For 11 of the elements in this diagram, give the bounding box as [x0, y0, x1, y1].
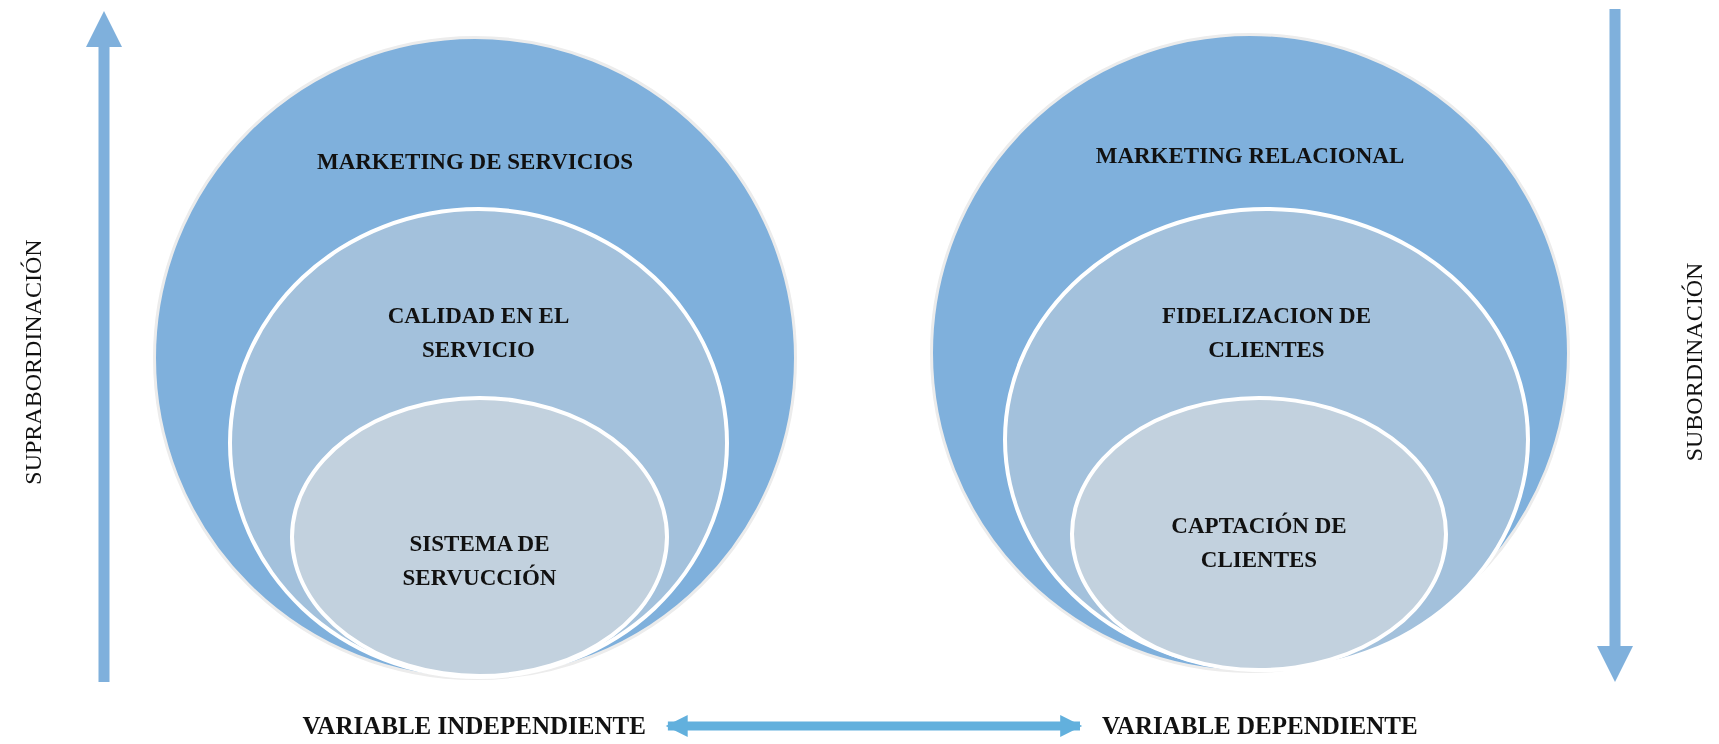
- variable-label: VARIABLE DEPENDIENTE: [1102, 712, 1418, 740]
- circle-label: CALIDAD EN EL SERVICIO: [386, 302, 571, 364]
- axis-label: SUBORDINACIÓN: [1680, 262, 1708, 462]
- circle-label: SISTEMA DE SERVUCCIÓN: [401, 530, 558, 592]
- axis-label: SUPRABORDINACIÓN: [19, 239, 47, 485]
- circle-label: CAPTACIÓN DE CLIENTES: [1170, 511, 1348, 574]
- circle-label: MARKETING DE SERVICIOS: [315, 148, 635, 176]
- variable-label: VARIABLE INDEPENDIENTE: [302, 712, 646, 740]
- circle-label: MARKETING RELACIONAL: [1094, 142, 1406, 170]
- circle-label: FIDELIZACION DE CLIENTES: [1161, 302, 1372, 364]
- double-arrow: [665, 715, 1083, 737]
